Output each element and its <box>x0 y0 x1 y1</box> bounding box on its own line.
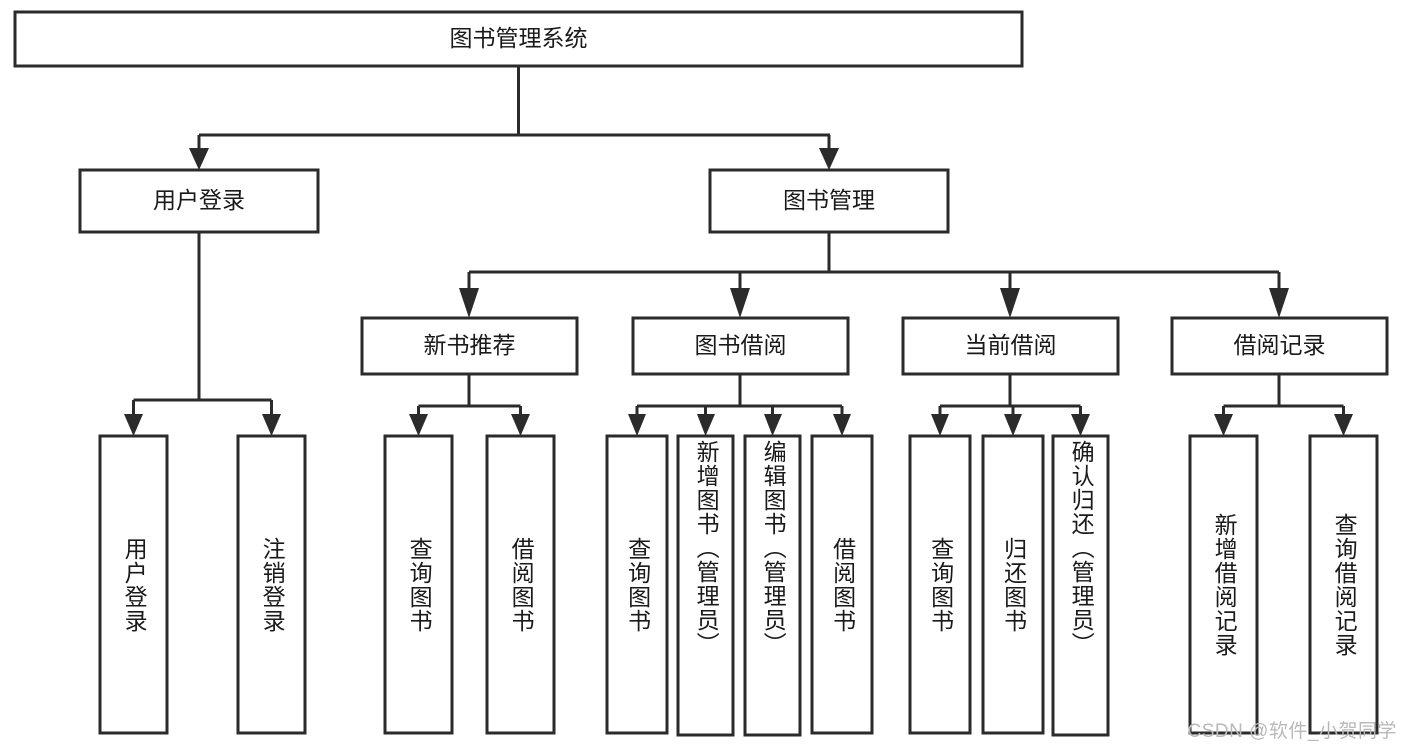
leaf-query-book-2-box[interactable] <box>605 434 669 735</box>
node-new-book-rec-box[interactable] <box>360 316 579 376</box>
node-book-manage[interactable]: 图书管理 <box>708 168 950 234</box>
arrow-head-current-borrow <box>1000 288 1020 318</box>
leaf-user-logout-box[interactable] <box>236 434 307 735</box>
leaf-edit-book-box[interactable] <box>743 434 802 737</box>
arrow-head-leaf-query-record <box>1334 414 1353 436</box>
leaf-query-record-box[interactable] <box>1308 434 1379 735</box>
node-root-box[interactable] <box>13 10 1024 68</box>
csdn-watermark: CSDN @软件_小贺同学 <box>1187 721 1397 742</box>
leaf-query-book-1-box[interactable] <box>383 434 454 735</box>
leaf-add-record-box[interactable] <box>1188 434 1259 735</box>
arrow-head-leaf-edit-book <box>764 414 782 436</box>
arrow-head-leaf-return-book <box>1004 414 1022 436</box>
node-user-login-box[interactable] <box>78 168 320 234</box>
node-book-manage-box[interactable] <box>708 168 950 234</box>
arrow-head-leaf-borrow-book-2 <box>833 414 851 436</box>
leaf-query-book-3-box[interactable] <box>908 434 972 735</box>
node-new-book-rec[interactable]: 新书推荐 <box>360 316 579 376</box>
node-book-borrow[interactable]: 图书借阅 <box>631 316 850 376</box>
node-borrow-record-label: 借阅记录 <box>1234 332 1326 358</box>
node-book-borrow-label: 图书借阅 <box>695 332 787 358</box>
arrow-head-leaf-confirm-return <box>1071 414 1090 436</box>
arrow-head-leaf-add-book <box>697 414 715 436</box>
node-borrow-record[interactable]: 借阅记录 <box>1170 316 1389 376</box>
leaf-borrow-book-2-box[interactable] <box>810 434 874 735</box>
node-layer: 图书管理系统 用户登录 图书管理 新书推荐 图书借阅 当前 <box>13 10 1389 737</box>
arrow-head-borrow-record <box>1269 288 1289 318</box>
node-book-borrow-box[interactable] <box>631 316 850 376</box>
leaf-add-book-box[interactable] <box>676 434 735 737</box>
node-current-borrow[interactable]: 当前借阅 <box>901 316 1120 376</box>
node-current-borrow-box[interactable] <box>901 316 1120 376</box>
leaf-user-login-box[interactable] <box>98 434 169 735</box>
leaf-borrow-book-1-box[interactable] <box>485 434 556 735</box>
node-borrow-record-box[interactable] <box>1170 316 1389 376</box>
node-root[interactable]: 图书管理系统 <box>13 10 1024 68</box>
arrow-head-leaf-query-book-3 <box>931 414 949 436</box>
node-user-login-label: 用户登录 <box>153 187 245 213</box>
leaf-confirm-return-box[interactable] <box>1051 434 1110 737</box>
arrow-head-leaf-add-record <box>1214 414 1233 436</box>
arrow-head-book-borrow <box>730 288 750 318</box>
node-book-manage-label: 图书管理 <box>783 187 875 213</box>
connector-layer <box>124 66 1353 436</box>
leaf-return-book-box[interactable] <box>981 434 1045 735</box>
arrow-head-leaf-user-login <box>124 414 143 436</box>
node-user-login[interactable]: 用户登录 <box>78 168 320 234</box>
arrow-head-leaf-query-book-2 <box>628 414 646 436</box>
arrow-head-leaf-borrow-book-1 <box>511 414 530 436</box>
arrow-head-new-book-rec <box>459 288 479 318</box>
arrow-head-user-login <box>189 148 209 170</box>
arrow-head-leaf-user-logout <box>262 414 281 436</box>
node-current-borrow-label: 当前借阅 <box>965 332 1057 358</box>
arrow-head-book-manage <box>819 148 839 170</box>
arrow-head-leaf-query-book-1 <box>409 414 428 436</box>
node-root-label: 图书管理系统 <box>450 25 588 51</box>
node-new-book-rec-label: 新书推荐 <box>424 332 516 358</box>
